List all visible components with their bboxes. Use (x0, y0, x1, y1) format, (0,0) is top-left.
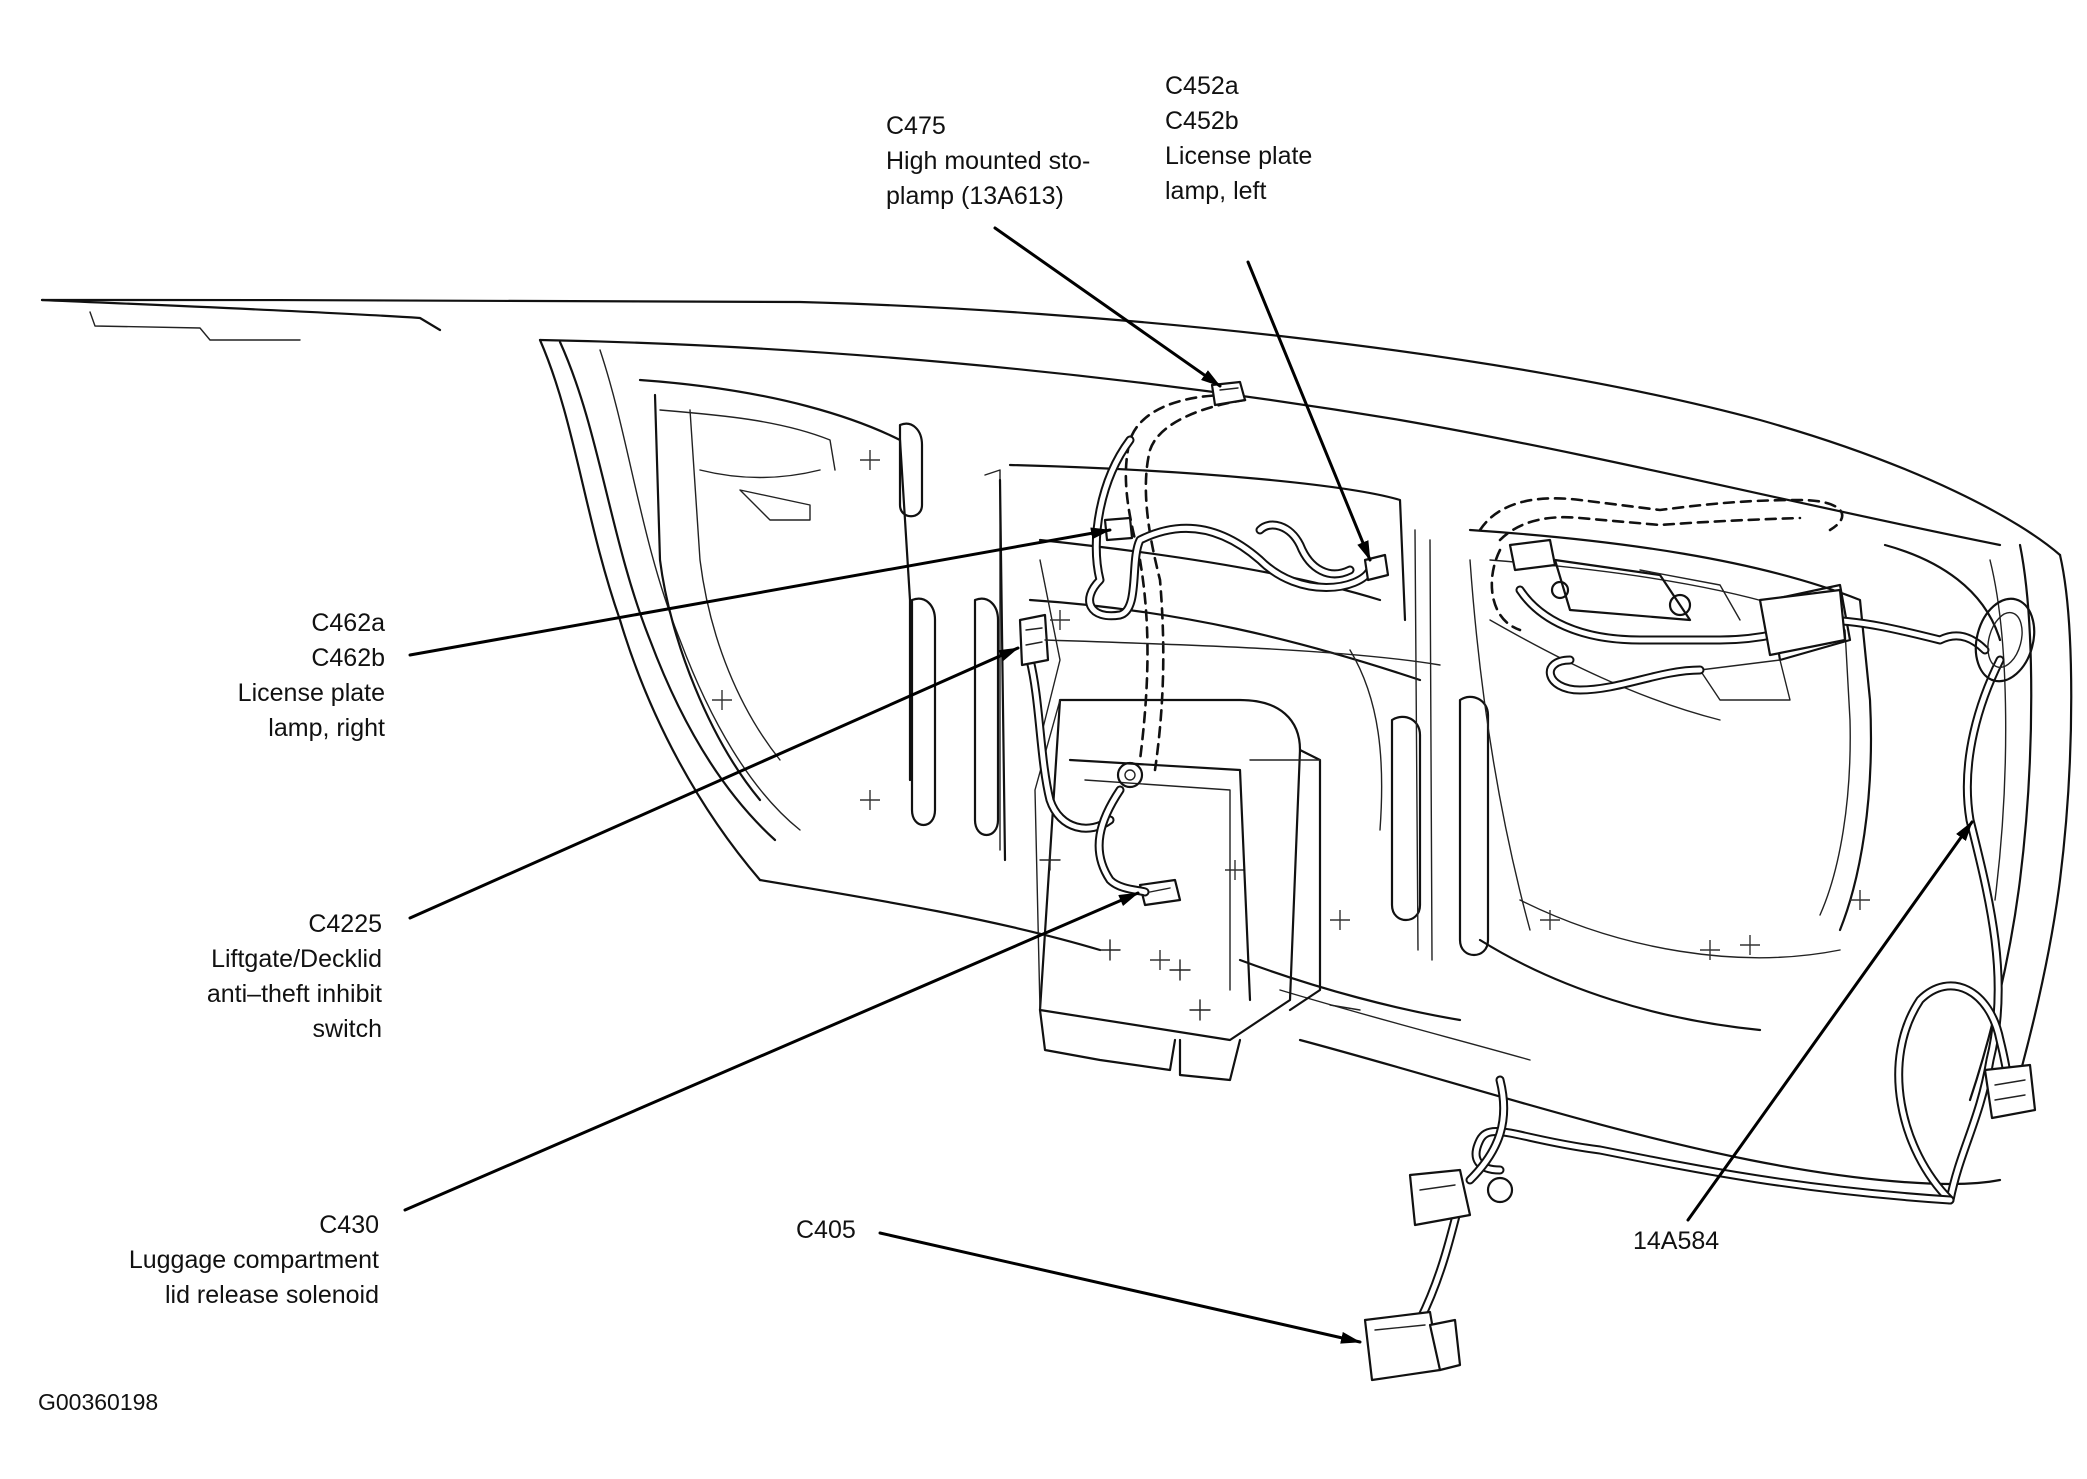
callout-c452-line-1: C452a (1165, 72, 1239, 100)
callout-c452-line-2: C452b (1165, 107, 1239, 135)
callout-c4225-line-2: Liftgate/Decklid (211, 945, 382, 973)
hidden-wiring (1124, 380, 1844, 772)
latch-box (1034, 698, 1322, 1082)
figure-id: G00360198 (38, 1389, 159, 1415)
callout-14a584: 14A584 (1633, 1224, 1719, 1259)
callout-c462-line-4: lamp, right (268, 714, 385, 742)
callout-c430-line-2: Luggage compartment (128, 1246, 379, 1274)
callout-14a584-line-1: 14A584 (1633, 1227, 1720, 1255)
callout-c430-line-3: lid release solenoid (164, 1281, 379, 1309)
callout-c462-line-1: C462a (311, 609, 385, 637)
inner-panel (638, 378, 1873, 1061)
leader-c452 (1246, 260, 1372, 562)
leader-14a584 (1686, 820, 1974, 1222)
callout-c475-line-1: C475 (886, 112, 946, 140)
callout-c4225-line-3: anti–theft inhibit (206, 980, 382, 1008)
callout-c475-line-3: plamp (13A613) (886, 182, 1064, 210)
leader-lines (403, 226, 1974, 1344)
leader-c4225 (408, 646, 1020, 920)
callout-c475-line-2: High mounted sto- (886, 147, 1091, 175)
wire-harness (1025, 435, 2036, 1365)
connectors (1018, 516, 2037, 1382)
callout-c4225: C4225 Liftgate/Decklid anti–theft inhibi… (207, 907, 382, 1047)
callout-c405-line-1: C405 (796, 1216, 856, 1244)
leader-c462 (408, 527, 1112, 657)
callout-c4225-line-1: C4225 (308, 910, 382, 938)
callout-c452: C452a C452b License plate lamp, left (1165, 69, 1312, 209)
callout-c475: C475 High mounted sto- plamp (13A613) (886, 109, 1090, 214)
callout-c430: C430 Luggage compartment lid release sol… (129, 1208, 379, 1313)
callout-c462-line-2: C462b (311, 644, 385, 672)
leader-c430 (403, 891, 1140, 1212)
callout-c452-line-3: License plate (1165, 142, 1313, 170)
callout-c452-line-4: lamp, left (1165, 177, 1267, 205)
callout-c462: C462a C462b License plate lamp, right (238, 606, 385, 746)
leader-c405 (878, 1231, 1362, 1344)
callout-c430-line-1: C430 (319, 1211, 379, 1239)
callout-c4225-line-4: switch (312, 1015, 382, 1043)
decklid-shell (40, 298, 2073, 1186)
callout-c462-line-3: License plate (237, 679, 385, 707)
callout-c405: C405 (796, 1213, 856, 1248)
leader-c475 (993, 226, 1222, 388)
